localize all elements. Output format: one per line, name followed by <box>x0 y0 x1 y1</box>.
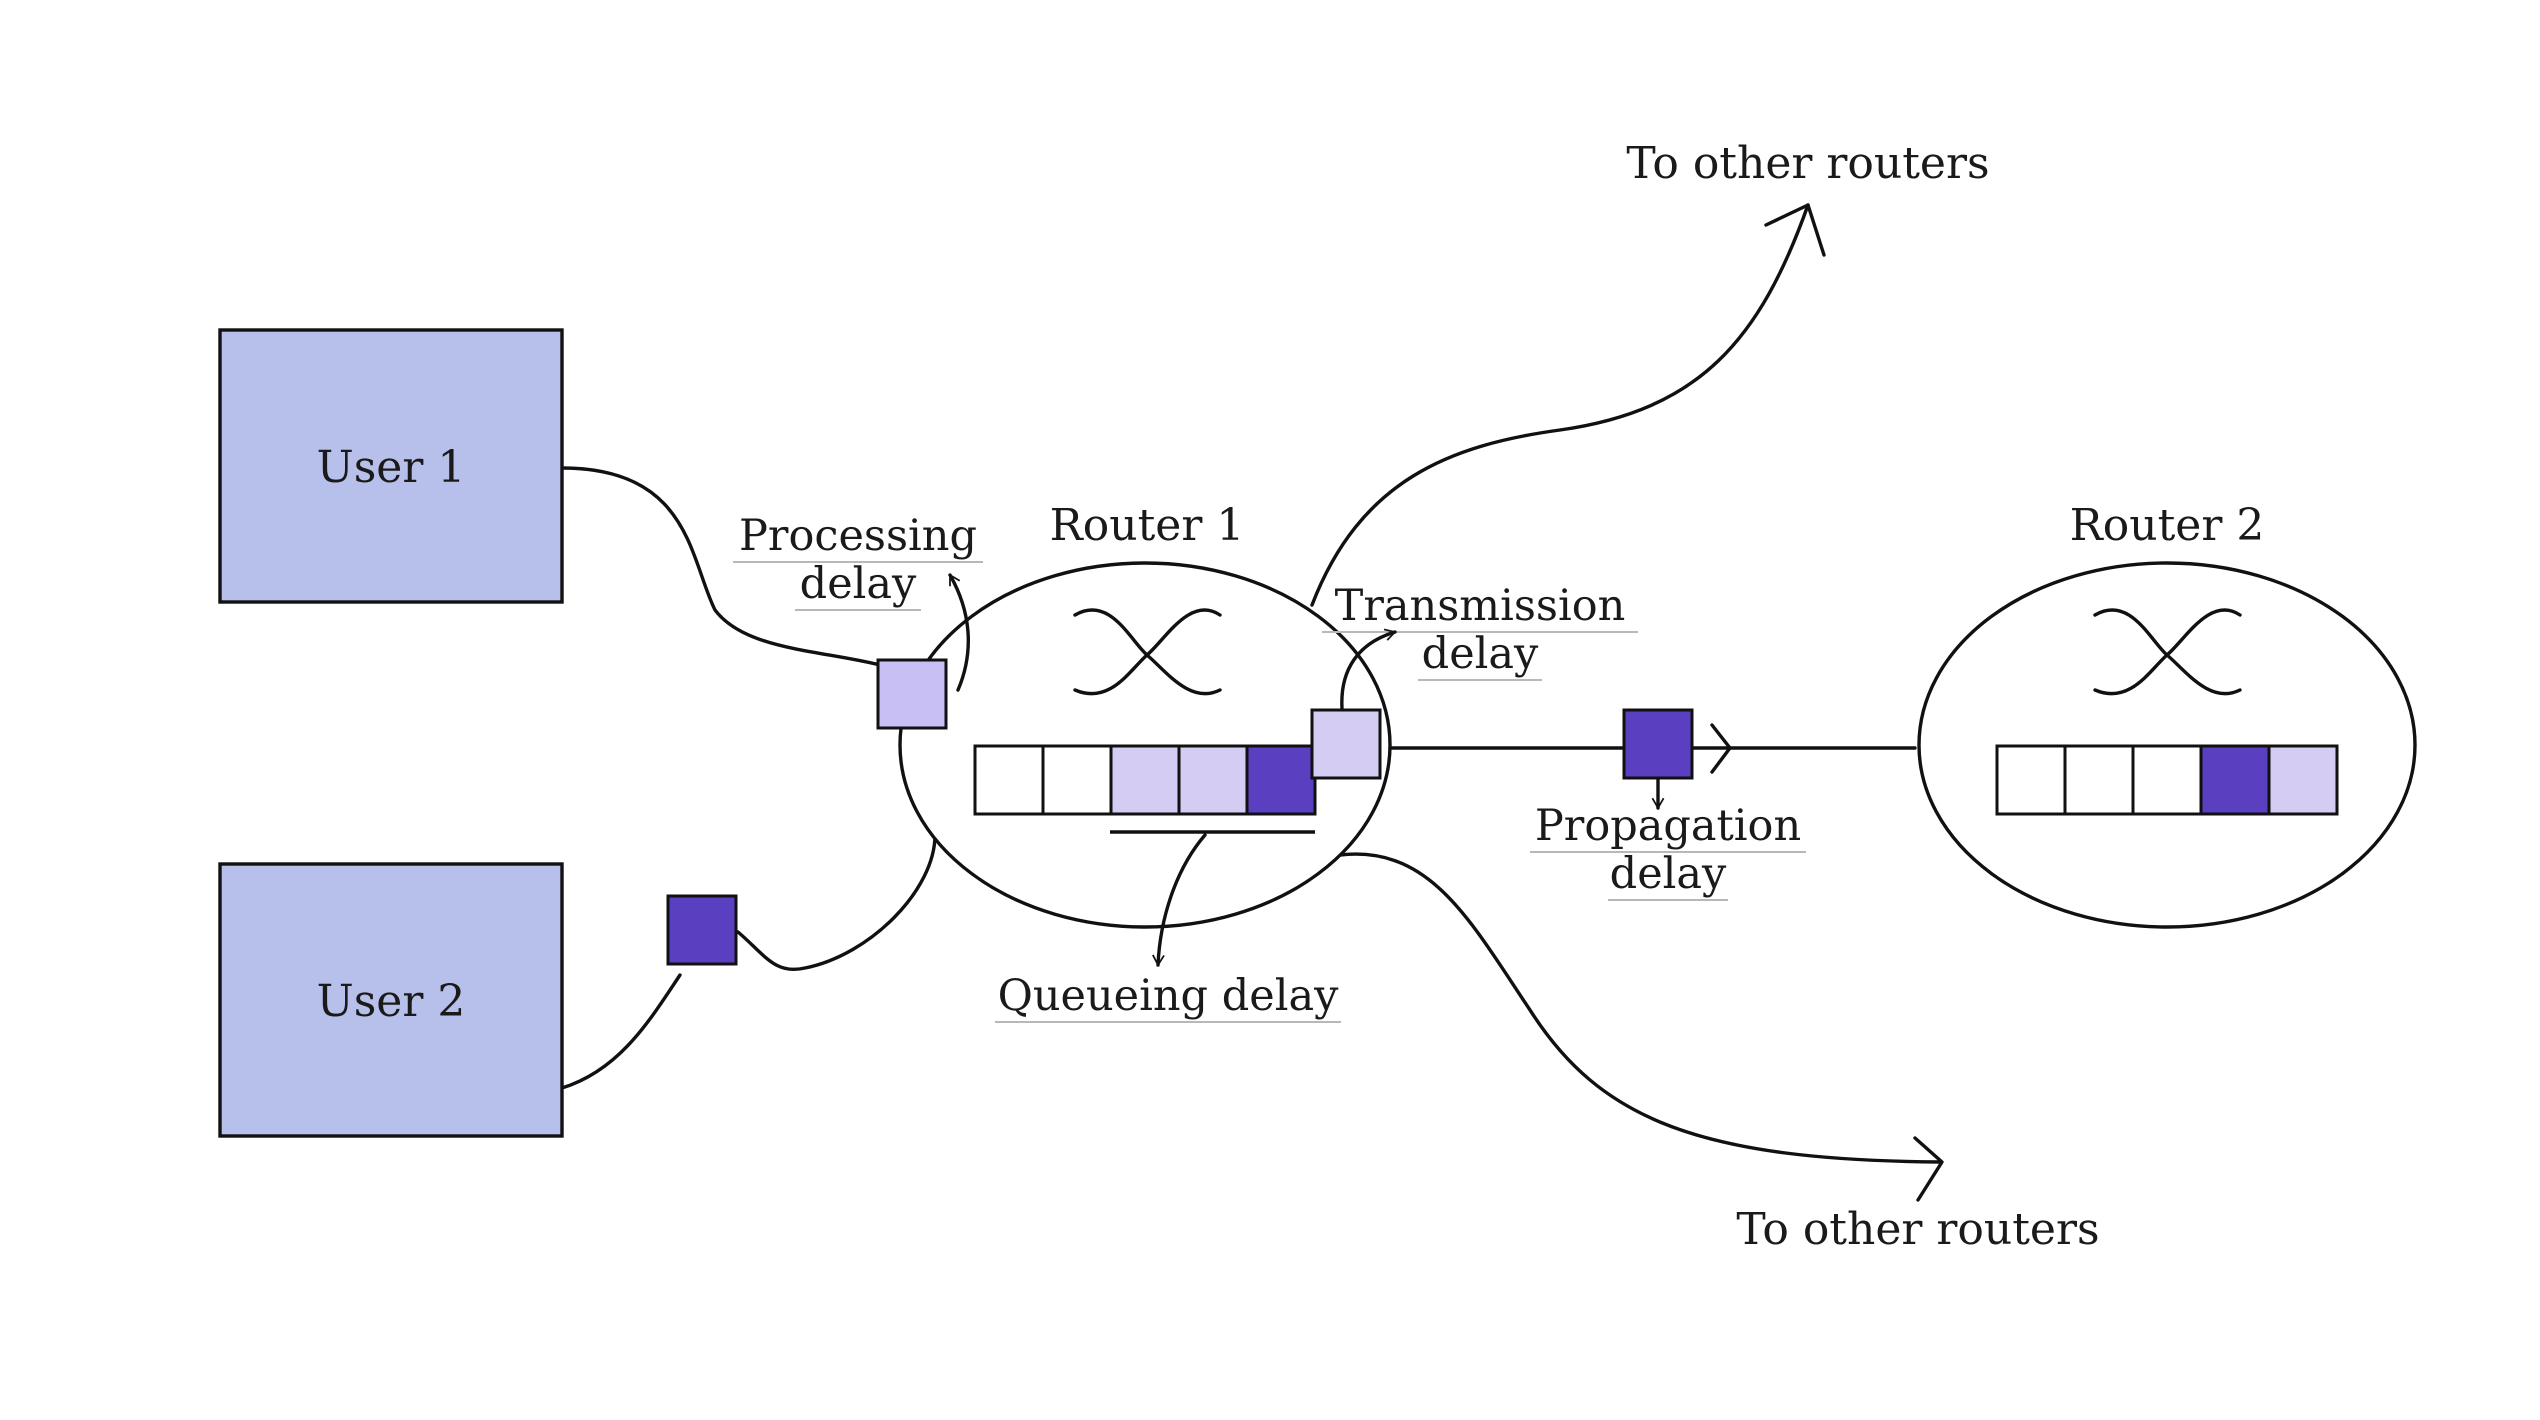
transmission-delay-line1: Transmission <box>1335 581 1626 631</box>
queue-slot <box>1995 744 2067 816</box>
top-branch-arrowhead <box>1764 203 1826 257</box>
queue-slot <box>1041 744 1113 816</box>
packet-processing <box>876 658 948 730</box>
user-1-rect <box>218 328 564 604</box>
user2-link <box>560 973 682 1090</box>
queue-slot <box>1245 744 1317 816</box>
propagation-direction-chevron <box>1710 723 1732 774</box>
router-1-queue <box>973 744 1317 816</box>
transmission-delay-annotation: Transmission delay <box>1322 581 1638 710</box>
packet-user2 <box>666 894 738 966</box>
user1-link <box>560 466 882 667</box>
connection-wires <box>560 203 1944 1202</box>
user-1-box: User 1 <box>218 328 564 604</box>
queue-slot <box>2267 744 2339 816</box>
bottom-branch-arrowhead <box>1913 1136 1944 1202</box>
propagation-delay-annotation: Propagation delay <box>1530 778 1806 901</box>
transmission-arrow <box>1340 628 1397 710</box>
router-2: Router 2 <box>1917 500 2417 929</box>
user-2-box: User 2 <box>218 862 564 1138</box>
user-2-rect <box>218 862 564 1138</box>
processing-delay-annotation: Processing delay <box>733 511 983 692</box>
router-1: Router 1 <box>898 500 1392 929</box>
queue-slot <box>973 744 1045 816</box>
queue-slot <box>1177 744 1249 816</box>
propagation-delay-line1: Propagation <box>1535 801 1801 851</box>
top-branch-link <box>1310 203 1810 607</box>
router-2-queue <box>1995 744 2339 816</box>
queue-slot <box>2131 744 2203 816</box>
queueing-delay-annotation: Queueing delay <box>995 833 1341 1023</box>
queue-slot <box>1109 744 1181 816</box>
user2-link-b <box>736 833 937 972</box>
bottom-destination-label: To other routers <box>1736 1204 2099 1255</box>
top-destination-label: To other routers <box>1626 138 1989 189</box>
transmission-delay-line2: delay <box>1422 629 1539 679</box>
queue-slot <box>2063 744 2135 816</box>
queueing-arrow <box>1152 833 1207 967</box>
propagation-delay-line2: delay <box>1610 849 1727 899</box>
processing-delay-line1: Processing <box>739 511 977 561</box>
user-1-label: User 1 <box>317 442 466 493</box>
user-2-label: User 2 <box>317 976 466 1027</box>
processing-arrow <box>948 573 970 692</box>
router-2-label: Router 2 <box>2070 500 2265 551</box>
queue-slot <box>2199 744 2271 816</box>
crossover-switch-icon <box>1073 608 1222 696</box>
router-1-label: Router 1 <box>1050 500 1245 551</box>
crossover-switch-icon <box>2093 608 2242 696</box>
packet-propagation <box>1622 708 1694 780</box>
bottom-branch-link <box>1338 852 1942 1164</box>
packet-transmission <box>1310 708 1382 780</box>
queueing-delay-label: Queueing delay <box>998 971 1340 1021</box>
processing-delay-line2: delay <box>800 559 917 609</box>
